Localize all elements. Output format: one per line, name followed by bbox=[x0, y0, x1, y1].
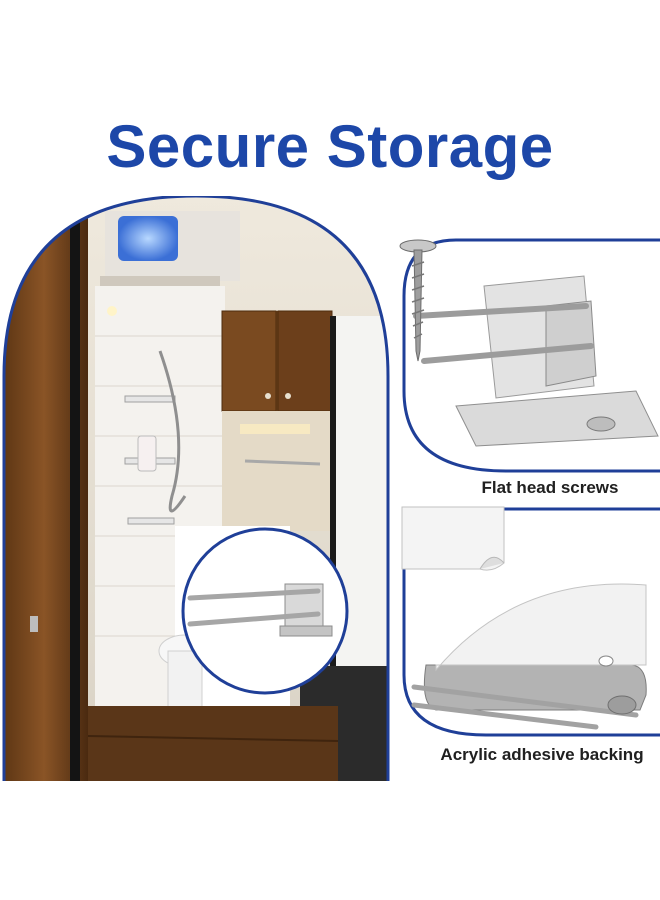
adhesive-sheet-icon bbox=[401, 506, 505, 571]
bracket-icon bbox=[413, 275, 659, 447]
bracket-icon bbox=[187, 583, 333, 637]
screws-panel bbox=[399, 238, 660, 473]
screw-icon bbox=[399, 239, 437, 362]
page-title: Secure Storage bbox=[106, 113, 554, 180]
backing-panel bbox=[401, 506, 660, 737]
caption-screws: Flat head screws bbox=[481, 478, 619, 497]
bathroom-photo bbox=[2, 196, 390, 781]
caption-backing: Acrylic adhesive backing bbox=[440, 745, 644, 764]
